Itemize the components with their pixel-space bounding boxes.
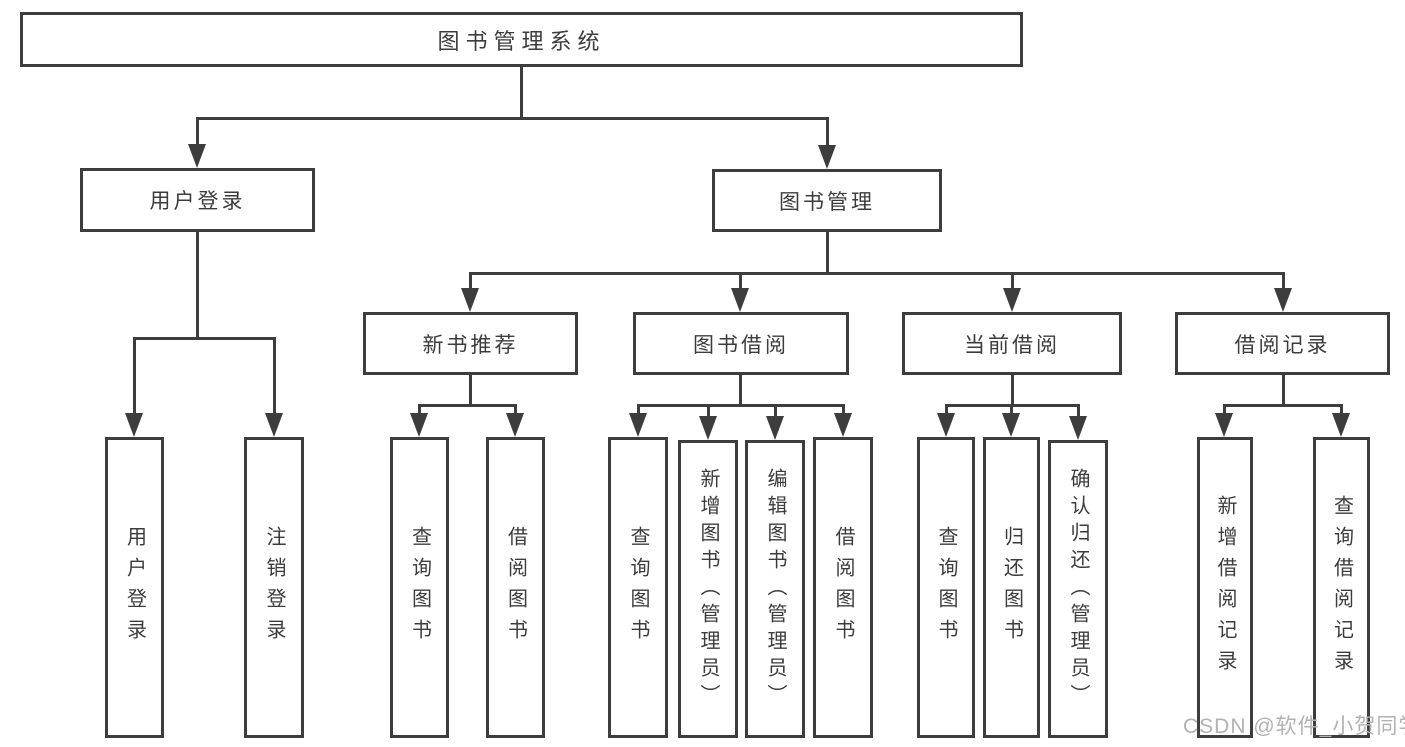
arrowhead-down-icon bbox=[188, 144, 206, 168]
connector-line bbox=[468, 373, 472, 407]
node-label-book-borrowing: 图书借阅 bbox=[693, 333, 789, 357]
connector-line bbox=[195, 116, 829, 120]
node-label-records-add-record: 新增借阅记录 bbox=[1214, 494, 1236, 681]
arrowhead-down-icon bbox=[1002, 413, 1020, 437]
connector-arrow-stem bbox=[825, 116, 829, 150]
arrowhead-down-icon bbox=[1003, 288, 1021, 312]
node-borrow-add-books-admin: 新增图书（管理员） bbox=[678, 440, 738, 738]
connector-arrow-stem bbox=[1339, 403, 1343, 418]
connector-line bbox=[468, 271, 1285, 275]
node-current-query-books: 查询图书 bbox=[917, 437, 975, 738]
node-records-query-record: 查询借阅记录 bbox=[1313, 437, 1370, 738]
arrowhead-down-icon bbox=[629, 413, 647, 437]
connector-line bbox=[1222, 403, 1343, 407]
connector-arrow-stem bbox=[706, 403, 710, 421]
node-borrow-query-books: 查询图书 bbox=[608, 437, 668, 738]
connector-arrow-stem bbox=[738, 271, 742, 293]
connector-arrow-stem bbox=[417, 403, 421, 418]
connector-arrow-stem bbox=[1076, 403, 1080, 421]
node-label-current-query-books: 查询图书 bbox=[935, 525, 957, 650]
connector-arrow-stem bbox=[468, 271, 472, 293]
connector-arrow-stem bbox=[1281, 271, 1285, 293]
node-root-library-system: 图书管理系统 bbox=[20, 12, 1023, 67]
node-current-confirm-return-admin: 确认归还（管理员） bbox=[1048, 440, 1108, 738]
node-current-return-books: 归还图书 bbox=[983, 437, 1040, 738]
node-label-root-library-system: 图书管理系统 bbox=[437, 28, 606, 54]
node-label-borrow-query-books: 查询图书 bbox=[627, 525, 649, 650]
connector-line bbox=[738, 373, 742, 407]
arrowhead-down-icon bbox=[818, 145, 836, 169]
arrowhead-down-icon bbox=[461, 288, 479, 312]
watermark: CSDN @软件_小贺同学 bbox=[1183, 715, 1405, 738]
connector-arrow-stem bbox=[773, 403, 777, 421]
connector-arrow-stem bbox=[513, 403, 517, 418]
node-borrow-records: 借阅记录 bbox=[1175, 312, 1390, 375]
connector-line bbox=[1010, 373, 1014, 407]
connector-arrow-stem bbox=[1009, 403, 1013, 418]
connector-line bbox=[519, 65, 523, 120]
connector-arrow-stem bbox=[1010, 271, 1014, 293]
node-login: 用户登录 bbox=[105, 437, 164, 738]
connector-arrow-stem bbox=[636, 403, 640, 418]
arrowhead-down-icon bbox=[699, 416, 717, 440]
connector-arrow-stem bbox=[272, 336, 276, 418]
connector-arrow-stem bbox=[944, 403, 948, 418]
arrowhead-down-icon bbox=[834, 413, 852, 437]
node-label-login: 用户登录 bbox=[123, 525, 146, 650]
node-new-book-recommend: 新书推荐 bbox=[363, 312, 578, 375]
node-label-records-query-record: 查询借阅记录 bbox=[1330, 494, 1353, 681]
connector-line bbox=[1281, 373, 1285, 407]
arrowhead-down-icon bbox=[1069, 416, 1087, 440]
arrowhead-down-icon bbox=[1274, 288, 1292, 312]
node-label-logout: 注销登录 bbox=[263, 525, 285, 650]
connector-line bbox=[132, 336, 276, 340]
node-label-borrow-borrow-books: 借阅图书 bbox=[832, 525, 854, 650]
node-label-current-return-books: 归还图书 bbox=[1000, 525, 1023, 650]
connector-arrow-stem bbox=[1222, 403, 1226, 418]
node-records-add-record: 新增借阅记录 bbox=[1197, 437, 1253, 738]
node-logout: 注销登录 bbox=[244, 437, 304, 738]
arrowhead-down-icon bbox=[125, 413, 143, 437]
arrowhead-down-icon bbox=[410, 413, 428, 437]
node-newbooks-borrow-books: 借阅图书 bbox=[486, 437, 545, 738]
arrowhead-down-icon bbox=[1332, 413, 1350, 437]
node-label-newbooks-query-books: 查询图书 bbox=[408, 525, 431, 650]
node-label-newbooks-borrow-books: 借阅图书 bbox=[504, 525, 527, 650]
node-label-borrow-records: 借阅记录 bbox=[1234, 333, 1331, 357]
node-user-login-module: 用户登录 bbox=[80, 168, 315, 232]
node-label-borrow-edit-books-admin: 编辑图书（管理员） bbox=[764, 467, 786, 711]
connector-line bbox=[636, 403, 845, 407]
arrowhead-down-icon bbox=[937, 413, 955, 437]
node-label-current-borrowing: 当前借阅 bbox=[964, 333, 1060, 357]
connector-line bbox=[417, 403, 517, 407]
arrowhead-down-icon bbox=[731, 288, 749, 312]
connector-arrow-stem bbox=[841, 403, 845, 418]
connector-line bbox=[195, 230, 199, 340]
node-newbooks-query-books: 查询图书 bbox=[390, 437, 449, 738]
node-borrow-borrow-books: 借阅图书 bbox=[813, 437, 873, 738]
node-current-borrowing: 当前借阅 bbox=[902, 312, 1122, 375]
node-label-book-management: 图书管理 bbox=[779, 190, 875, 214]
node-borrow-edit-books-admin: 编辑图书（管理员） bbox=[745, 440, 805, 738]
node-label-new-book-recommend: 新书推荐 bbox=[422, 333, 519, 357]
arrowhead-down-icon bbox=[1215, 413, 1233, 437]
connector-arrow-stem bbox=[132, 336, 136, 418]
connector-line bbox=[825, 230, 829, 275]
connector-arrow-stem bbox=[195, 116, 199, 149]
node-label-user-login-module: 用户登录 bbox=[149, 190, 246, 213]
arrowhead-down-icon bbox=[265, 413, 283, 437]
arrowhead-down-icon bbox=[506, 413, 524, 437]
node-book-borrowing: 图书借阅 bbox=[633, 312, 849, 375]
node-book-management: 图书管理 bbox=[712, 169, 942, 232]
arrowhead-down-icon bbox=[766, 416, 784, 440]
node-label-borrow-add-books-admin: 新增图书（管理员） bbox=[697, 467, 719, 711]
node-label-current-confirm-return-admin: 确认归还（管理员） bbox=[1067, 467, 1089, 711]
